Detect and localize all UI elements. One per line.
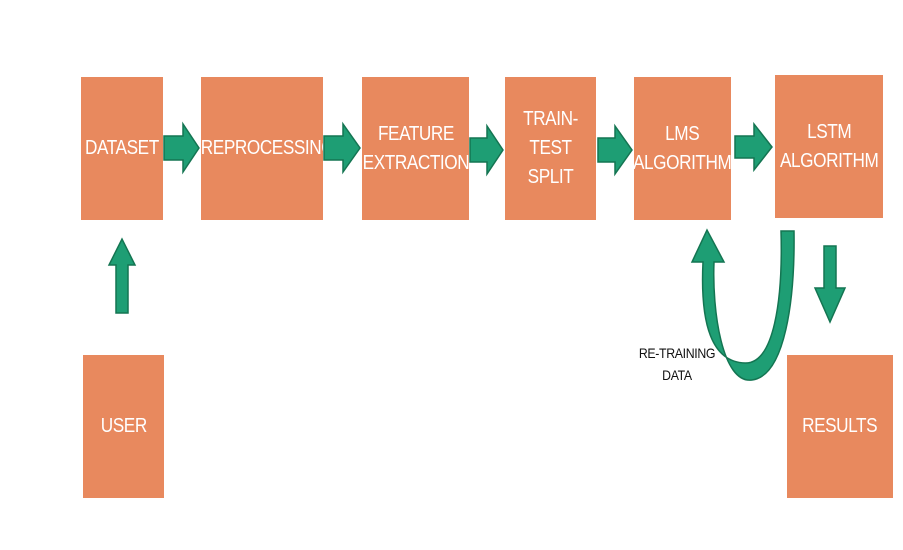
arrow-retraining-loop [690, 228, 795, 381]
arrow-lms-to-lstm [734, 121, 773, 173]
user-node: USER [83, 355, 164, 498]
feature-extraction-node: FEATURE EXTRACTION [362, 77, 469, 220]
preprocessing-node: PREPROCESSING [190, 77, 335, 220]
lms-algorithm-label: LMS ALGORITHM [633, 122, 732, 174]
train-test-split-node: TRAIN-TEST SPLIT [505, 77, 596, 220]
arrow-preprocessing-to-feature-extraction [323, 121, 361, 175]
user-label: USER [100, 415, 147, 437]
preprocessing-label: PREPROCESSING [189, 137, 335, 159]
lstm-algorithm-label: LSTM ALGORITHM [779, 120, 879, 172]
arrow-dataset-to-preprocessing [163, 121, 200, 175]
lms-algorithm-node: LMS ALGORITHM [633, 77, 732, 220]
arrow-lstm-to-results [813, 245, 847, 324]
lstm-algorithm-node: LSTM ALGORITHM [775, 75, 883, 218]
results-node: RESULTS [787, 355, 893, 498]
arrow-feature-extraction-to-train-test-split [469, 123, 504, 177]
train-test-split-label: TRAIN-TEST SPLIT [523, 108, 578, 188]
results-label: RESULTS [802, 415, 878, 437]
arrow-user-to-dataset [107, 237, 137, 314]
arrow-train-test-split-to-lms [597, 123, 633, 177]
dataset-node: DATASET [81, 77, 163, 220]
feature-extraction-label: FEATURE EXTRACTION [362, 122, 469, 174]
retraining-data-label: RE-TRAINING DATA [638, 345, 716, 383]
dataset-label: DATASET [85, 137, 159, 159]
